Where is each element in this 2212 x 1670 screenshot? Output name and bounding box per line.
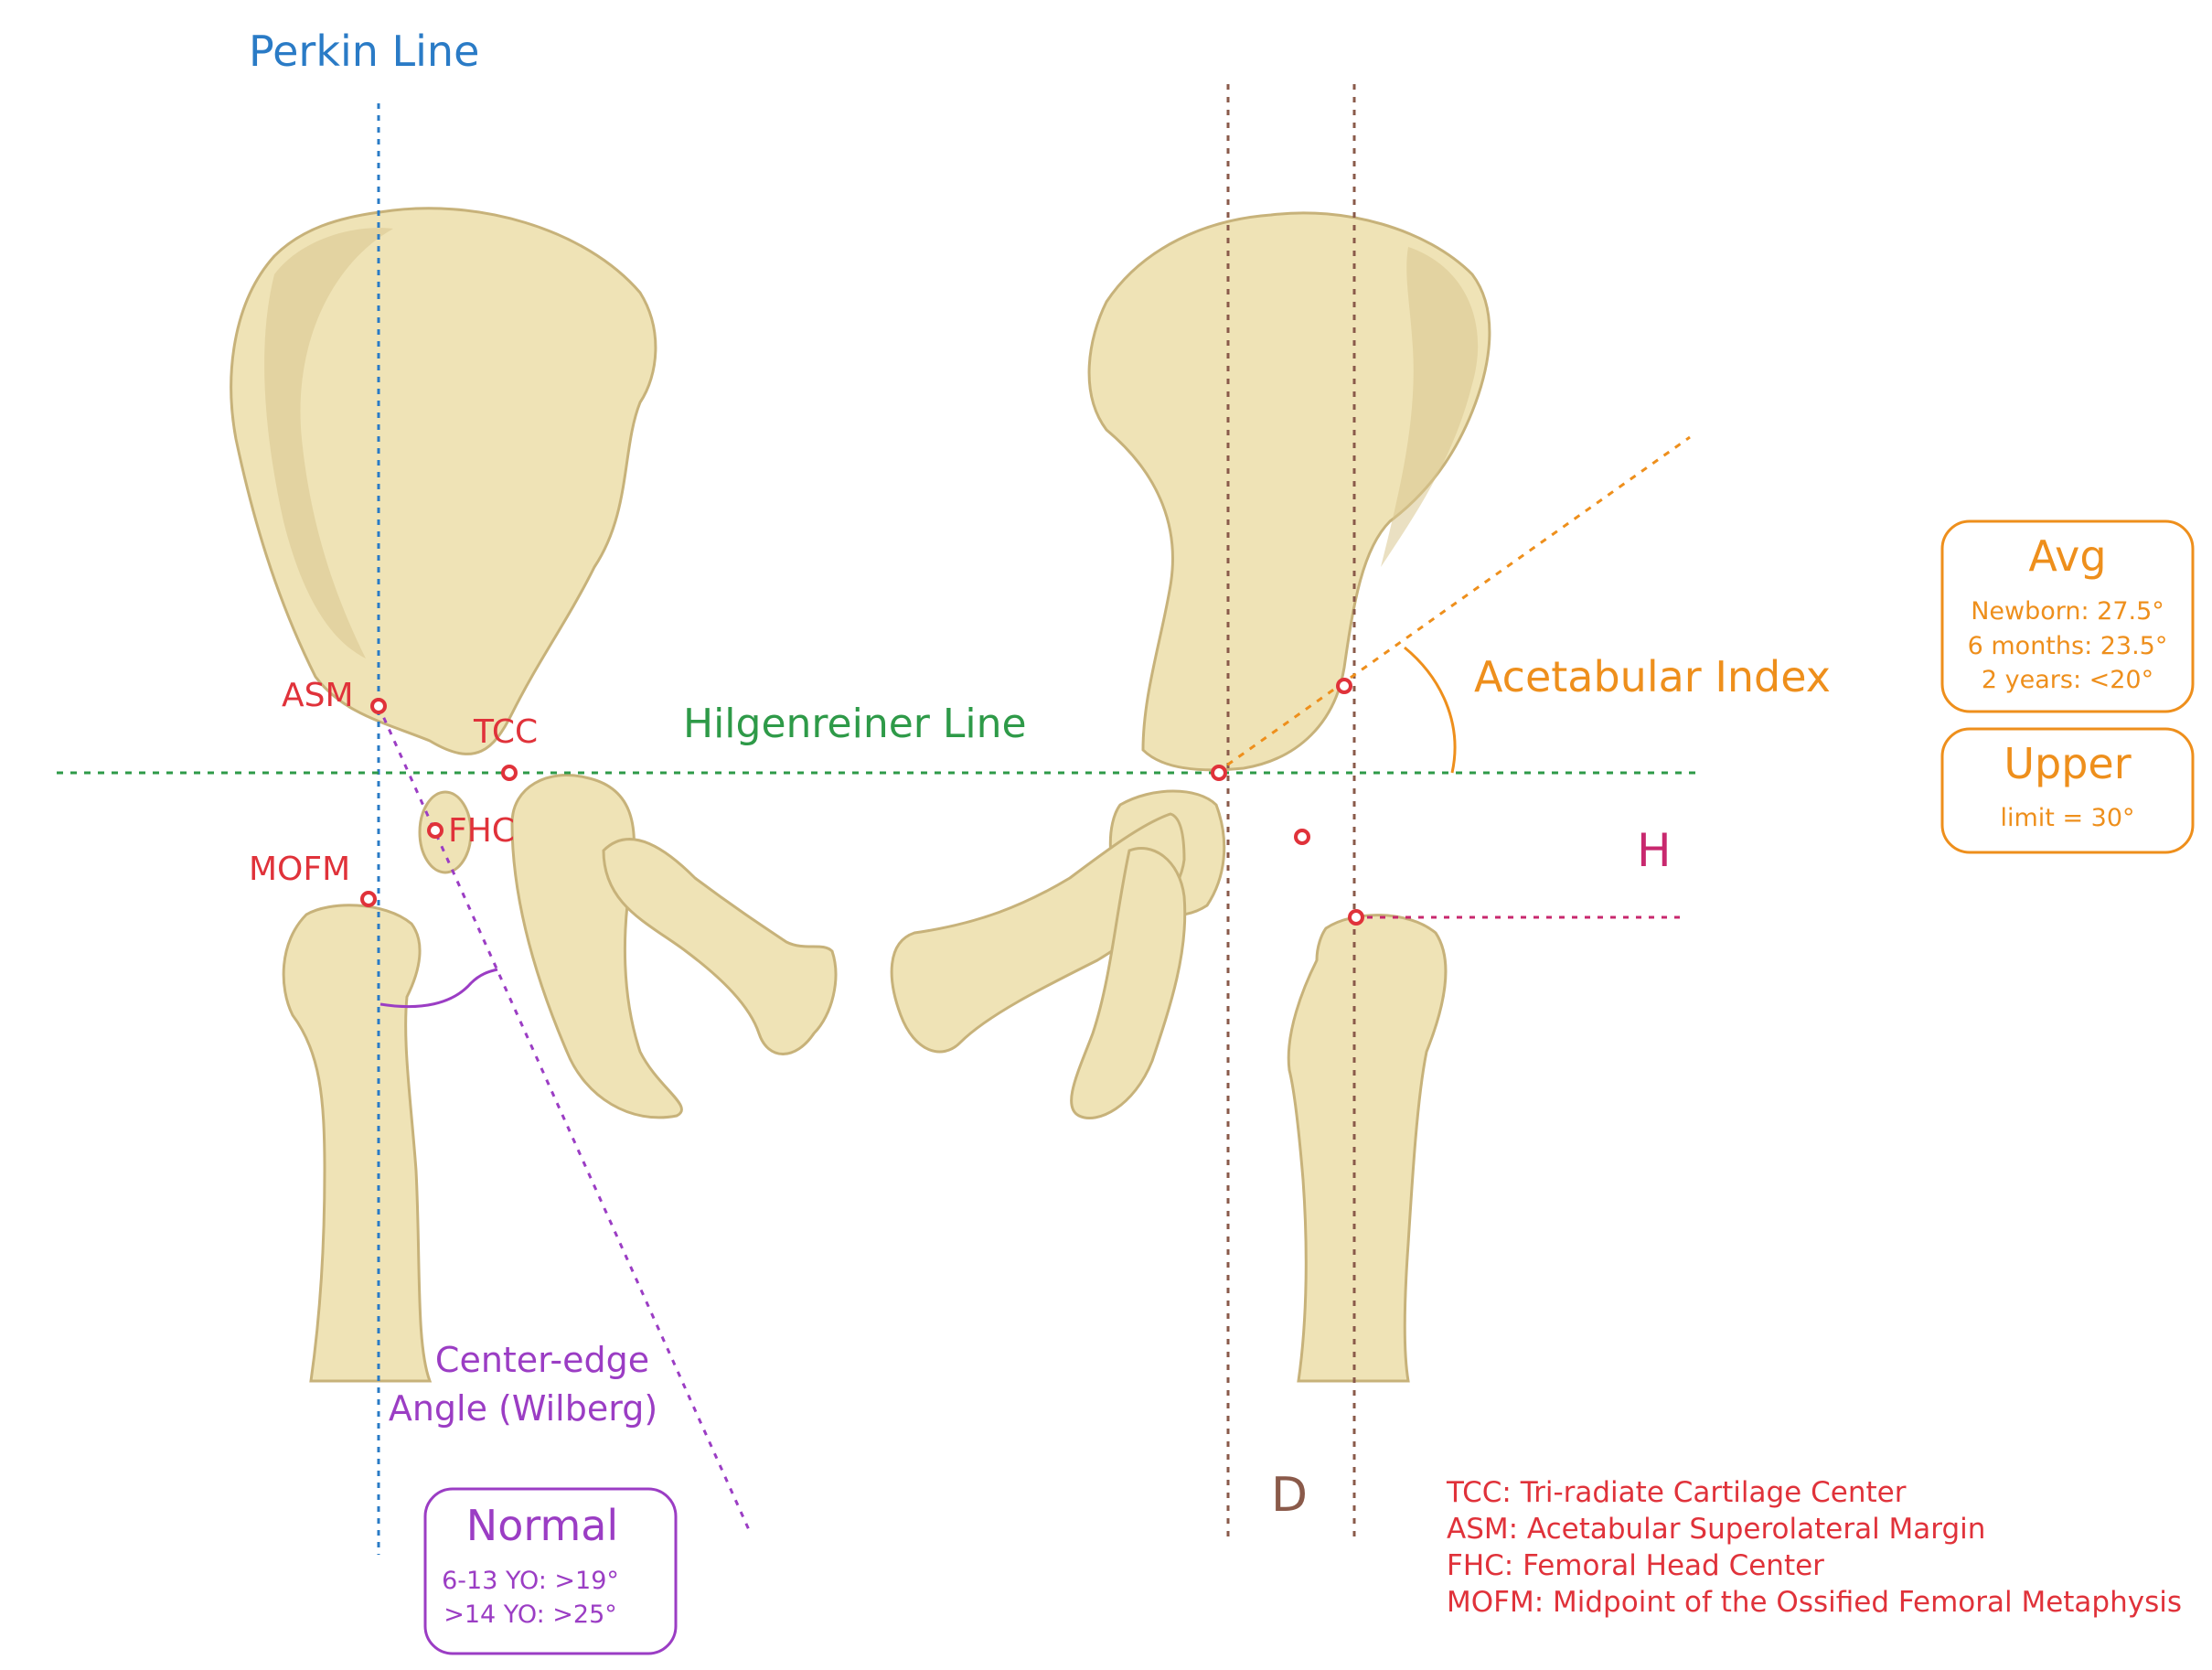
acetabular-index-line [1215,435,1691,775]
avg-box: Avg Newborn: 27.5° 6 months: 23.5° 2 yea… [1940,519,2195,713]
avg-box-frame [1940,519,2195,713]
legend-item: TCC: Tri-radiate Cartilage Center [1446,1476,1907,1509]
left-femur [282,904,433,1383]
upper-box-line1: limit = 30° [2000,804,2134,832]
abbreviation-legend: TCC: Tri-radiate Cartilage Center ASM: A… [1446,1476,2182,1619]
asm-label: ASM [282,677,354,714]
avg-box-line3: 2 years: <20° [1982,666,2153,694]
legend-item: FHC: Femoral Head Center [1447,1549,1824,1582]
right-tcc-point [1211,765,1227,781]
center-edge-angle-arc [379,968,498,1009]
avg-box-title: Avg [2028,531,2106,581]
right-fhc-point [1294,829,1310,845]
perkin-line-label: Perkin Line [249,27,479,76]
right-ilium [1087,211,1491,772]
diagram-labels: Perkin Line Hilgenreiner Line Acetabular… [249,27,1831,1523]
center-edge-label-line2: Angle (Wilberg) [389,1388,657,1429]
upper-box-title: Upper [2004,739,2131,788]
acetabular-angle-arc [1404,646,1457,774]
left-ilium-shade [264,228,393,659]
acetabular-index-label: Acetabular Index [1474,652,1831,701]
center-edge-line [377,705,752,1533]
left-femoral-head-nucleus [418,790,473,874]
right-mofm-point [1348,909,1364,926]
landmark-points [360,678,1364,926]
normal-box-line1: 6-13 YO: >19° [442,1567,619,1595]
normal-box-frame [423,1487,678,1655]
mofm-point [360,891,377,907]
normal-box: Normal 6-13 YO: >19° >14 YO: >25° [423,1487,678,1655]
normal-box-title: Normal [466,1501,618,1550]
avg-box-line2: 6 months: 23.5° [1968,632,2168,660]
fhc-label: FHC [448,812,515,850]
center-edge-label-line1: Center-edge [435,1340,649,1380]
fhc-point [427,822,443,839]
d-label: D [1271,1468,1308,1523]
right-ilium-shade [1381,247,1479,567]
legend-item: MOFM: Midpoint of the Ossified Femoral M… [1447,1586,2182,1619]
upper-box-frame [1940,727,2195,854]
right-hip-bones [890,211,1491,1383]
left-pubis [602,838,838,1055]
reference-lines [57,84,1696,1555]
right-femur [1287,914,1448,1383]
right-asm-point [1336,678,1352,694]
upper-box: Upper limit = 30° [1940,727,2195,854]
left-hip-bones [230,207,838,1383]
left-ischium [510,773,683,1119]
tcc-point [501,765,518,781]
normal-box-line2: >14 YO: >25° [443,1600,617,1629]
mofm-label: MOFM [249,851,350,888]
tcc-label: TCC [473,713,538,751]
h-label: H [1637,824,1672,877]
legend-item: ASM: Acetabular Superolateral Margin [1447,1513,1985,1546]
right-ischium [1070,846,1187,1119]
hilgenreiner-line-label: Hilgenreiner Line [683,701,1027,747]
asm-point [370,698,387,714]
avg-box-line1: Newborn: 27.5° [1971,597,2164,626]
